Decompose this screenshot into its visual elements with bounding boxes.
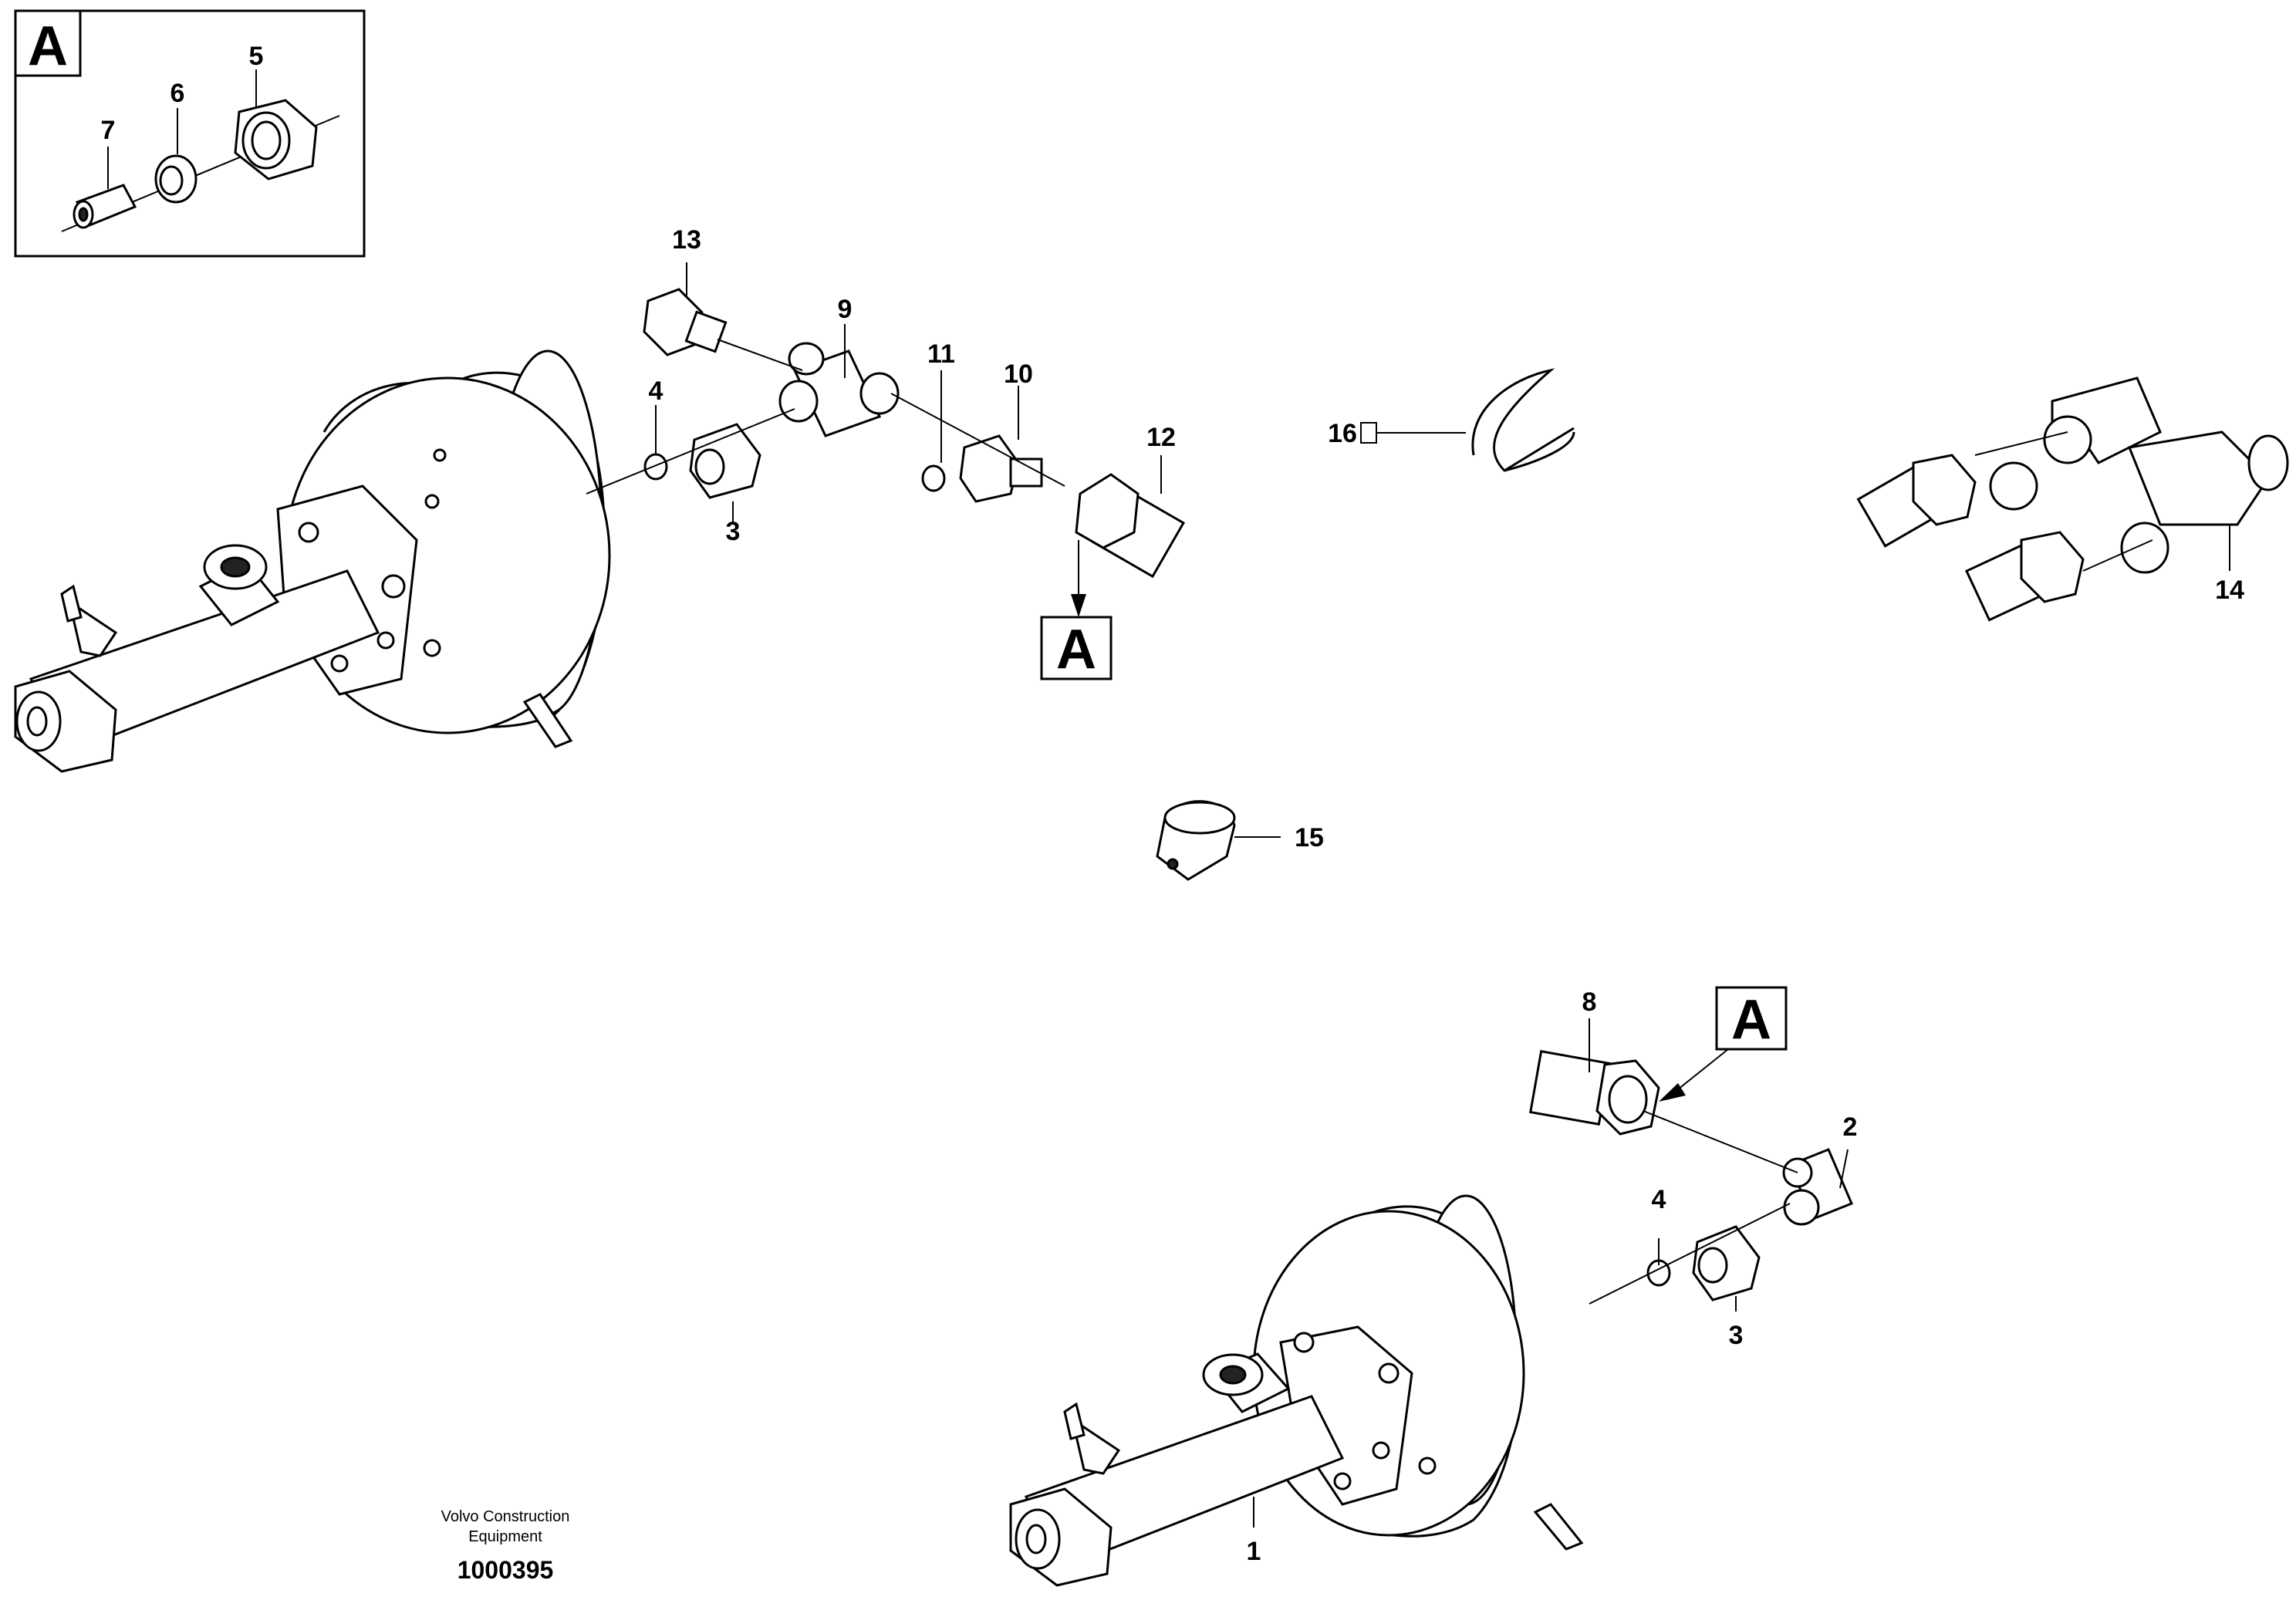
- callout-10: 10: [1004, 360, 1033, 389]
- elbow-fitting-14: [1989, 376, 2289, 574]
- leader-lines: [655, 262, 2230, 1528]
- callout-2: 2: [1843, 1112, 1858, 1142]
- centerlines: [586, 339, 2153, 1305]
- callout-8: 8: [1582, 987, 1597, 1017]
- nut-3-lower: [1692, 1225, 1761, 1301]
- detail-ref-upper-label: A: [1056, 619, 1096, 680]
- elbow-fitting-2: [1782, 1148, 1853, 1226]
- detail-callout-6: 6: [171, 79, 185, 108]
- callout-12: 12: [1146, 423, 1176, 452]
- cable-tie-16: [1360, 368, 1575, 472]
- hose-clamp-15: [1156, 800, 1236, 881]
- footer-company-line2: Equipment: [468, 1528, 542, 1545]
- hose-8: [1345, 531, 2085, 1136]
- footer-drawing-number: 1000395: [458, 1556, 554, 1584]
- o-ring-4-upper: [643, 453, 668, 481]
- callout-11: 11: [927, 339, 955, 369]
- callout-9: 9: [838, 295, 853, 324]
- callout-16: 16: [1328, 419, 1357, 448]
- callout-4-upper: 4: [649, 376, 663, 406]
- detail-callout-5: 5: [249, 42, 264, 71]
- hose-12: [1075, 454, 1977, 655]
- detail-callout-7: 7: [101, 116, 116, 145]
- sleeve-part-7: [73, 184, 137, 229]
- brake-cylinder-upper: [14, 349, 611, 773]
- ring-part-6: [154, 154, 198, 204]
- tee-fitting-9: [778, 342, 900, 437]
- callout-3-upper: 3: [726, 517, 741, 546]
- callout-15: 15: [1295, 823, 1324, 852]
- detail-box-a: A 7 6 5: [14, 9, 366, 258]
- o-ring-11: [921, 464, 946, 492]
- brake-cylinder-lower: [1009, 1194, 1584, 1587]
- detail-ref-a-lower: A: [1715, 986, 1788, 1051]
- detail-ref-a-upper: A: [1040, 616, 1113, 680]
- nut-part-5: [234, 99, 318, 181]
- detail-ref-lower-label: A: [1731, 989, 1771, 1051]
- nut-3-upper: [689, 423, 761, 499]
- detail-box-label: A: [28, 15, 68, 77]
- callout-3-lower: 3: [1729, 1321, 1744, 1350]
- callout-13: 13: [672, 225, 701, 255]
- footer-company-line1: Volvo Construction: [441, 1508, 570, 1525]
- plug-13: [643, 288, 728, 356]
- callout-1: 1: [1247, 1537, 1261, 1566]
- nipple-10: [959, 434, 1043, 503]
- callout-14: 14: [2215, 576, 2244, 605]
- callout-4-lower: 4: [1652, 1185, 1666, 1214]
